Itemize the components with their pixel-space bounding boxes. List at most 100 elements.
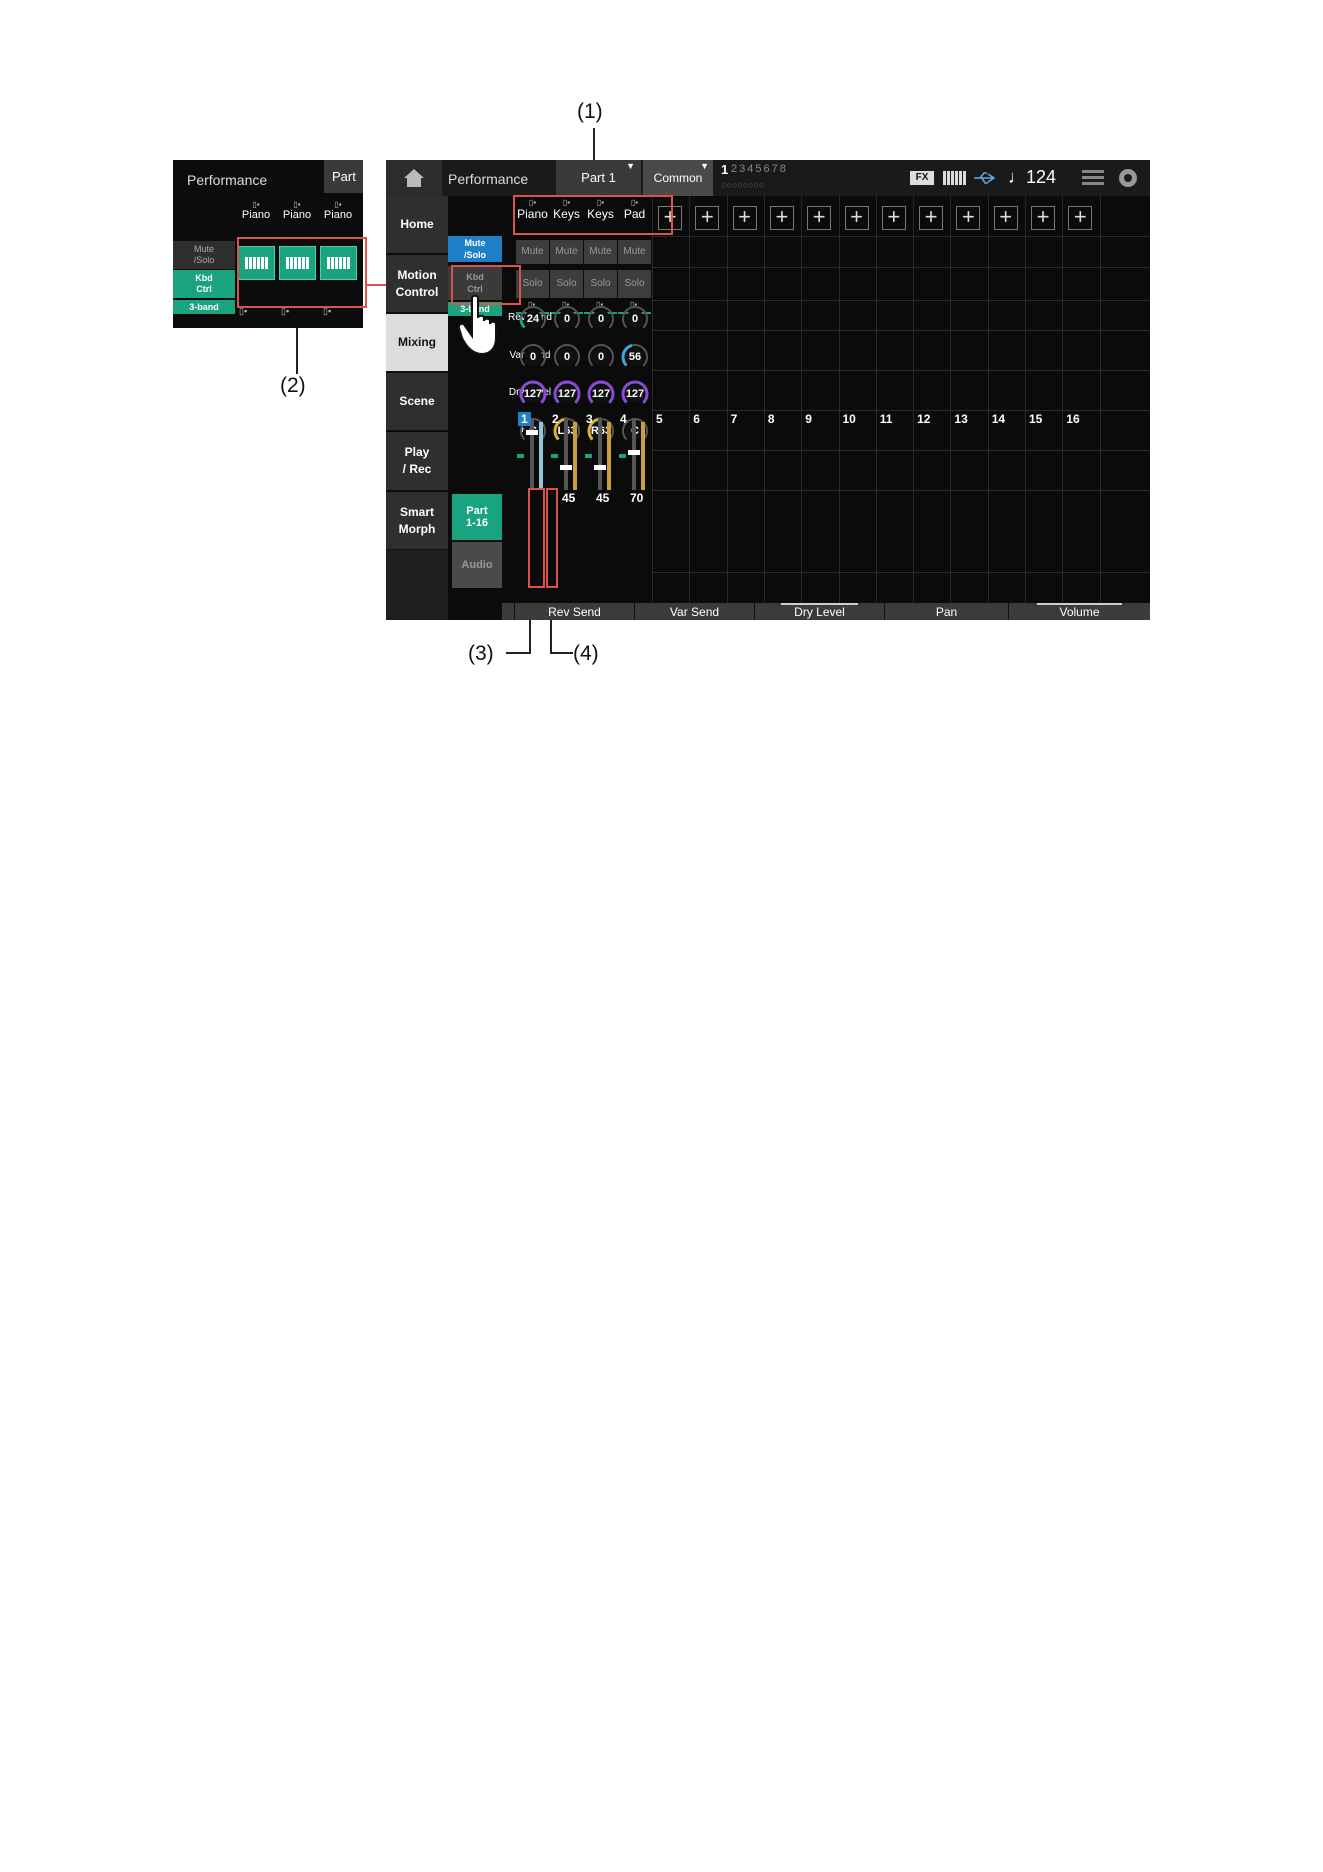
add-part-button[interactable]: + — [658, 206, 682, 230]
header-bar — [386, 160, 1150, 196]
callout-2-highlight — [237, 237, 367, 308]
fader-handle-3[interactable] — [594, 464, 606, 470]
part-number-3: 3 — [586, 412, 593, 426]
part-select-label: Part 1 — [581, 170, 616, 185]
part-select-dropdown[interactable]: Part 1 ▼ — [556, 160, 641, 196]
inset-3-band[interactable]: 3-band — [173, 300, 235, 314]
scene-current: 1 — [721, 162, 729, 177]
var-knob-3[interactable]: 0 — [586, 342, 616, 372]
fader-track-3[interactable] — [598, 418, 602, 490]
part-name-4[interactable]: ▯▪Pad — [618, 198, 651, 221]
scene-indicator[interactable]: 1 2345678 ○○○○○○○○ — [719, 160, 804, 196]
knob-value: 0 — [631, 313, 639, 325]
add-part-button[interactable]: + — [881, 206, 906, 230]
grid-vline — [726, 196, 728, 603]
knob-value: 0 — [563, 313, 571, 325]
add-part-button[interactable]: + — [993, 206, 1018, 230]
fader-handle-2[interactable] — [560, 464, 572, 470]
subtab-part-1-16[interactable]: Part 1-16 — [452, 494, 502, 540]
var-knob-4[interactable]: 56 — [620, 342, 650, 372]
grid-hline — [652, 410, 1150, 411]
fader-handle-4[interactable] — [628, 450, 640, 456]
tempo-display[interactable]: ♩124 — [1008, 167, 1057, 187]
bottom-tab-dry-level[interactable]: Dry Level — [754, 603, 884, 620]
var-knob-2[interactable]: 0 — [552, 342, 582, 372]
common-dropdown[interactable]: Common ▼ — [643, 160, 713, 196]
rev-knob-1[interactable]: 24 — [518, 304, 548, 334]
grid-hline — [652, 490, 1150, 491]
add-part-button[interactable]: + — [844, 206, 869, 230]
bottom-tab-label: Volume — [1059, 605, 1100, 619]
grid-vline — [950, 196, 952, 603]
add-part-button[interactable]: + — [956, 206, 981, 230]
inset-mute-solo[interactable]: Mute /Solo — [173, 241, 235, 269]
bottom-tab-rev-send[interactable]: Rev Send — [514, 603, 634, 620]
mute-button-4[interactable]: Mute — [618, 240, 651, 264]
fader-handle-1[interactable] — [526, 430, 538, 436]
solo-button-3[interactable]: Solo — [584, 270, 617, 298]
part-name-label: Keys — [587, 207, 614, 221]
dropdown-triangle-icon: ▼ — [626, 161, 635, 171]
part-icon: ▯▪ — [596, 300, 604, 309]
mute-button-1[interactable]: Mute — [516, 240, 549, 264]
subtab-mute-solo[interactable]: Mute /Solo — [448, 236, 502, 262]
solo-button-2[interactable]: Solo — [550, 270, 583, 298]
bottom-tab-volume[interactable]: Volume — [1008, 603, 1150, 620]
mute-button-3[interactable]: Mute — [584, 240, 617, 264]
subtab-kbd-ctrl[interactable]: Kbd Ctrl — [448, 266, 502, 300]
bottom-tab-pan[interactable]: Pan — [884, 603, 1008, 620]
solo-button-1[interactable]: Solo — [516, 270, 549, 298]
inset-part-tab[interactable]: Part — [324, 160, 363, 193]
sidebar-item-smart-morph[interactable]: Smart Morph — [386, 492, 448, 550]
add-part-button[interactable]: + — [1068, 206, 1093, 230]
bottom-tab-var-send[interactable]: Var Send — [634, 603, 754, 620]
gear-icon[interactable] — [1116, 166, 1140, 190]
part-name-2[interactable]: ▯▪Keys — [550, 198, 583, 221]
solo-button-4[interactable]: Solo — [618, 270, 651, 298]
add-part-button[interactable]: + — [919, 206, 944, 230]
add-part-button[interactable]: + — [732, 206, 757, 230]
grid-vline — [913, 196, 915, 603]
sidebar-item-play-rec[interactable]: Play / Rec — [386, 432, 448, 491]
level-meter-3 — [607, 422, 611, 490]
part-number-1: 1 — [518, 412, 531, 426]
scene-numbers: 2345678 — [731, 163, 788, 175]
inset-kbd-ctrl[interactable]: Kbd Ctrl — [173, 270, 235, 298]
var-knob-1[interactable]: 0 — [518, 342, 548, 372]
rev-knob-2[interactable]: 0 — [552, 304, 582, 334]
kbd-ctrl-highlight — [451, 265, 521, 305]
fx-badge[interactable]: FX — [910, 171, 934, 185]
fader-track-1[interactable] — [530, 418, 534, 490]
inset-kbd-button-3[interactable] — [320, 246, 357, 280]
mute-button-2[interactable]: Mute — [550, 240, 583, 264]
add-part-button[interactable]: + — [769, 206, 794, 230]
sidebar-item-scene[interactable]: Scene — [386, 373, 448, 431]
home-icon-button[interactable] — [386, 160, 442, 196]
sidebar-item-mixing[interactable]: Mixing — [386, 314, 448, 372]
sidebar-item-home[interactable]: Home — [386, 196, 448, 254]
add-part-button[interactable]: + — [807, 206, 832, 230]
sidebar-item-motion-control[interactable]: Motion Control — [386, 255, 448, 313]
dry-knob-1[interactable]: 127 — [518, 379, 548, 409]
rev-knob-3[interactable]: 0 — [586, 304, 616, 334]
inset-kbd-button-2[interactable] — [279, 246, 316, 280]
grid-menu-icon[interactable] — [1082, 170, 1104, 186]
dry-knob-2[interactable]: 127 — [552, 379, 582, 409]
keyboard-icon — [327, 257, 350, 269]
fader-track-2[interactable] — [564, 418, 568, 490]
subtab-audio[interactable]: Audio — [452, 542, 502, 588]
add-part-button[interactable]: + — [695, 206, 720, 230]
grid-vline — [801, 196, 803, 603]
dry-knob-3[interactable]: 127 — [586, 379, 616, 409]
part-icon: ▯▪ — [252, 200, 260, 209]
volume-value-4: 70 — [630, 491, 644, 505]
callout-1: (1) — [577, 100, 603, 123]
part-icon: ▯▪ — [630, 198, 639, 207]
rev-knob-4[interactable]: 0 — [620, 304, 650, 334]
part-name-3[interactable]: ▯▪Keys — [584, 198, 617, 221]
dry-knob-4[interactable]: 127 — [620, 379, 650, 409]
add-part-button[interactable]: + — [1031, 206, 1055, 230]
part-name-1[interactable]: ▯▪Piano — [516, 198, 549, 221]
part-number-empty: 15 — [1029, 412, 1043, 426]
fader-marker — [551, 454, 558, 458]
